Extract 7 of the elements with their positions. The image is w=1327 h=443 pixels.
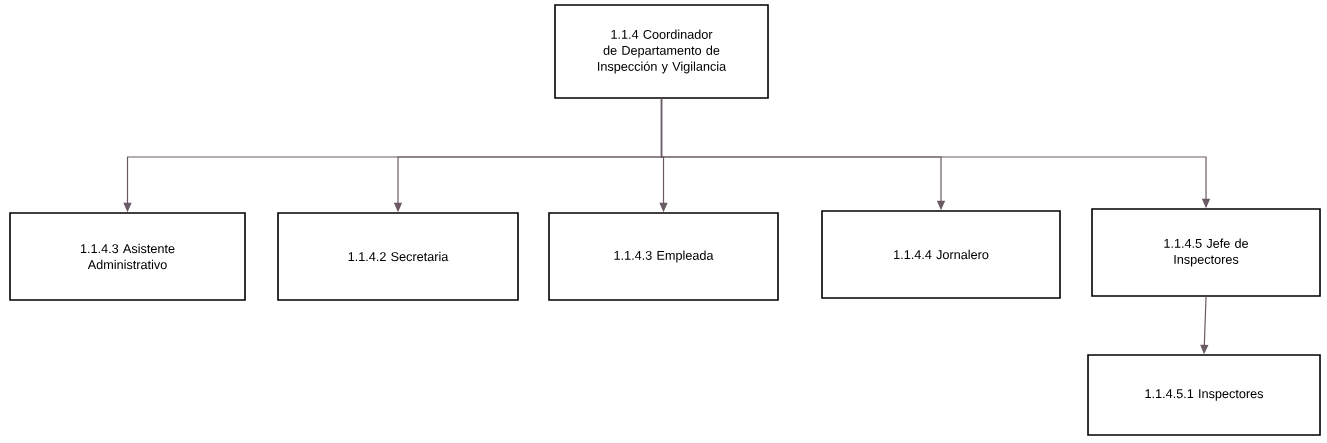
org-box: 1.1.4 Coordinador de Departamento de Inspección y Vigilancia: [554, 4, 769, 99]
org-box: 1.1.4.5.1 Inspectores: [1087, 354, 1321, 436]
org-box: 1.1.4.2 Secretaria: [277, 212, 519, 301]
org-box: 1.1.4.5 Jefe de Inspectores: [1091, 208, 1321, 297]
org-box: 1.1.4.3 Empleada: [548, 212, 779, 301]
org-box: 1.1.4.3 Asistente Administrativo: [9, 212, 246, 301]
org-box: 1.1.4.4 Jornalero: [821, 210, 1061, 299]
